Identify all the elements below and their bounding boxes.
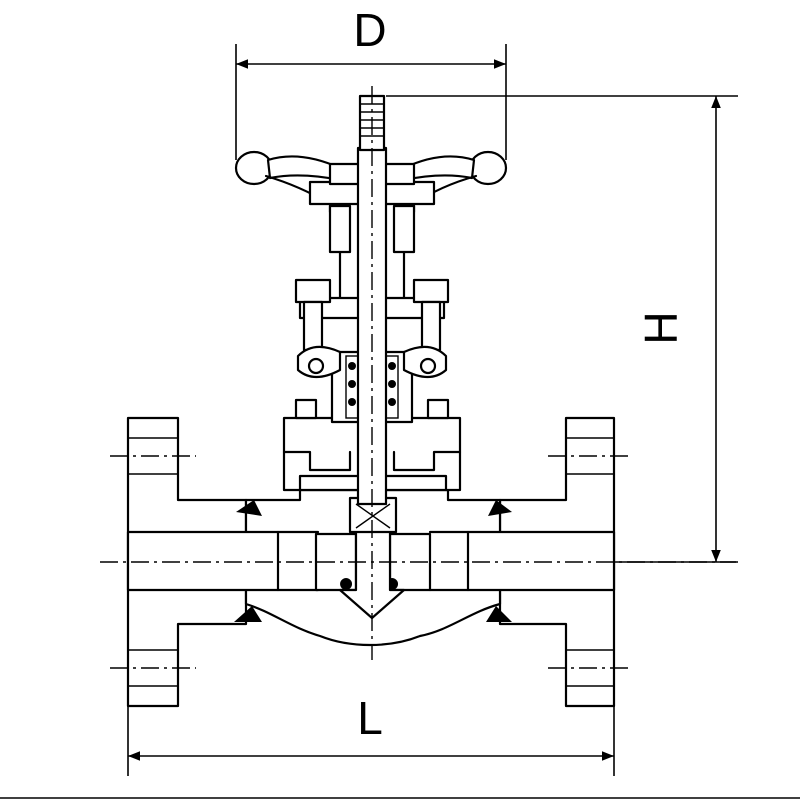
handwheel-left-knob [234,150,274,186]
dimension-d: D [235,4,507,160]
dimension-l: L [127,692,615,776]
handwheel-right-knob [468,150,508,186]
right-bore [466,530,616,592]
dimension-h-label: H [635,311,687,344]
dimension-l-label: L [357,692,383,744]
weld-bead [236,500,262,516]
dimension-d-label: D [353,4,386,56]
dimension-h: H [386,95,738,563]
left-bore [126,530,280,592]
